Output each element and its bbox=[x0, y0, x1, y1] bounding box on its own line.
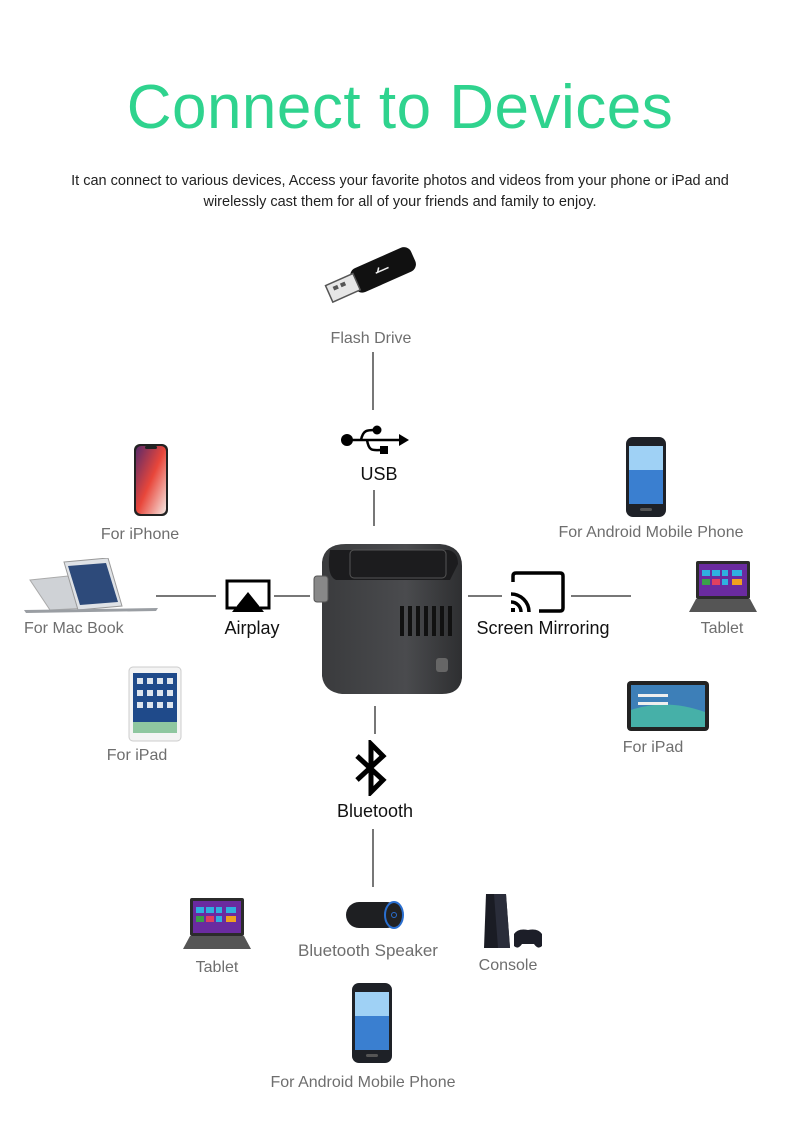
connector-line bbox=[468, 595, 502, 597]
bluetooth-speaker-icon bbox=[346, 901, 404, 929]
bluetooth-icon bbox=[355, 740, 387, 796]
tablet-laptop-icon bbox=[689, 561, 757, 612]
flash-drive-label: Flash Drive bbox=[330, 330, 412, 347]
usb-label: USB bbox=[360, 464, 398, 484]
page-subtitle: It can connect to various devices, Acces… bbox=[40, 171, 760, 213]
airplay-icon bbox=[225, 579, 271, 612]
ipad-left-label: For iPad bbox=[106, 747, 168, 764]
speaker-label: Bluetooth Speaker bbox=[298, 941, 438, 960]
usb-icon bbox=[341, 425, 409, 454]
airplay-label: Airplay bbox=[224, 618, 280, 638]
connector-line bbox=[274, 595, 310, 597]
ipad-right-label: For iPad bbox=[622, 739, 684, 756]
connector-line bbox=[373, 490, 375, 526]
android-phone-icon bbox=[352, 983, 392, 1063]
flash-drive-icon bbox=[324, 247, 416, 304]
android-tablet-icon bbox=[627, 681, 709, 731]
connector-line bbox=[156, 595, 216, 597]
console-icon bbox=[484, 894, 542, 948]
android-bottom-label: For Android Mobile Phone bbox=[270, 1074, 456, 1091]
projector-device-icon bbox=[313, 544, 462, 694]
subtitle-line-2: wirelessly cast them for all of your fri… bbox=[203, 194, 597, 210]
mirroring-label: Screen Mirroring bbox=[476, 618, 610, 638]
android-top-label: For Android Mobile Phone bbox=[558, 524, 744, 541]
tablet-right-label: Tablet bbox=[700, 620, 744, 637]
iphone-icon bbox=[134, 444, 168, 516]
connector-line bbox=[571, 595, 631, 597]
console-label: Console bbox=[478, 957, 538, 974]
android-phone-icon bbox=[626, 437, 666, 517]
bluetooth-label: Bluetooth bbox=[336, 801, 414, 821]
connector-line bbox=[374, 706, 376, 734]
macbook-label: For Mac Book bbox=[24, 620, 124, 637]
ipad-icon bbox=[128, 666, 182, 742]
connector-line bbox=[372, 352, 374, 410]
cast-icon bbox=[510, 571, 565, 613]
macbook-icon bbox=[24, 558, 158, 613]
tablet-bottom-label: Tablet bbox=[195, 959, 239, 976]
connector-line bbox=[372, 829, 374, 887]
subtitle-line-1: It can connect to various devices, Acces… bbox=[71, 173, 729, 189]
page-title: Connect to Devices bbox=[126, 73, 674, 142]
tablet-laptop-icon bbox=[183, 898, 251, 949]
iphone-label: For iPhone bbox=[100, 526, 180, 543]
